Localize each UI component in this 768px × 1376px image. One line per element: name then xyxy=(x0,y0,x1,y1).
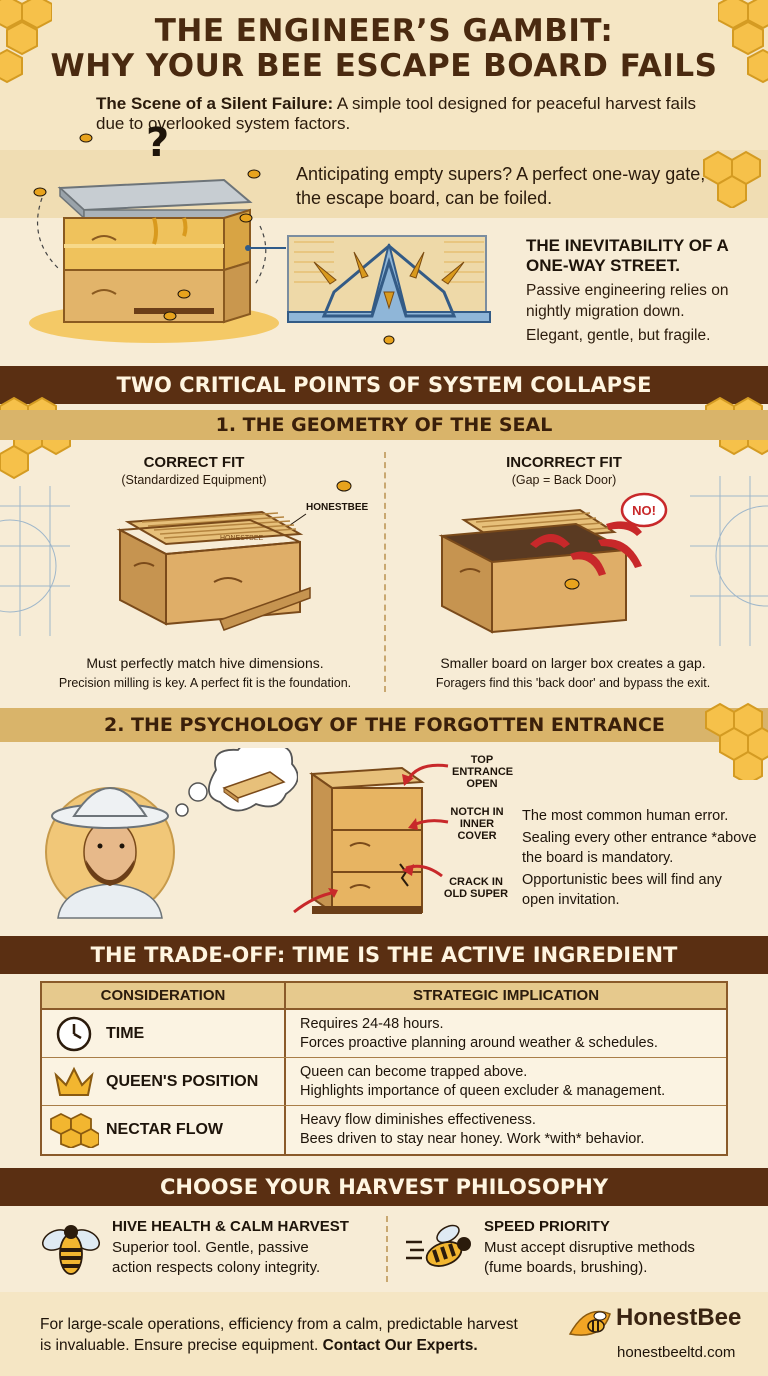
correct-fit-subtitle: (Standardized Equipment) xyxy=(121,473,267,487)
brand-url[interactable]: honestbeeltd.com xyxy=(617,1344,736,1361)
correct-fit-title: CORRECT FIT xyxy=(143,454,245,471)
phil-right-body: Must accept disruptive methods (fume boa… xyxy=(484,1238,754,1278)
phil-left-line-2: action respects colony integrity. xyxy=(112,1259,321,1276)
phil-right-title: SPEED PRIORITY xyxy=(484,1218,610,1235)
oneway-title: THE INEVITABILITY OF A ONE-WAY STREET. xyxy=(526,236,729,275)
incorrect-fit-caption-2: Foragers find this 'back door' and bypas… xyxy=(435,676,711,690)
phil-left-title: HIVE HEALTH & CALM HARVEST xyxy=(112,1218,349,1235)
phil-right-line-1: Must accept disruptive methods xyxy=(484,1239,695,1256)
incorrect-fit-title: INCORRECT FIT xyxy=(506,454,622,471)
honestbee-logo-icon xyxy=(568,1310,611,1336)
oneway-line-2: Elegant, gentle, but fragile. xyxy=(526,327,711,344)
clock-icon xyxy=(42,1012,106,1056)
title-line-1: THE ENGINEER’S GAMBIT: xyxy=(154,13,614,49)
section1-bar: 1. THE GEOMETRY OF THE SEAL xyxy=(0,410,768,440)
calm-bee-icon xyxy=(42,1225,100,1275)
section2-bar: 2. THE PSYCHOLOGY OF THE FORGOTTEN ENTRA… xyxy=(0,708,768,742)
honeycomb-corner-right-icon xyxy=(718,0,768,84)
footer-band xyxy=(0,1292,768,1376)
board-stamp: HONESTBEE xyxy=(220,535,264,542)
label-crack-old-super: CRACK IN OLD SUPER xyxy=(443,876,509,900)
oneway-body: Passive engineering relies on nightly mi… xyxy=(526,280,756,346)
correct-fit-tag: HONESTBEE xyxy=(306,502,369,513)
blueprint-right-decoration xyxy=(690,476,768,646)
blueprint-left-decoration xyxy=(0,486,70,636)
escape-board-diagram xyxy=(287,235,491,345)
question-mark: ? xyxy=(146,120,169,166)
footer-line-2-text: is invaluable. Ensure precise equipment. xyxy=(40,1337,323,1354)
row-line-2: Forces proactive planning around weather… xyxy=(300,1034,658,1051)
phil-left-line-1: Superior tool. Gentle, passive xyxy=(112,1239,309,1256)
row-line-2: Highlights importance of queen excluder … xyxy=(300,1082,666,1099)
intro-text: Anticipating empty supers? A perfect one… xyxy=(296,164,706,208)
page-title: THE ENGINEER’S GAMBIT: WHY YOUR BEE ESCA… xyxy=(0,14,768,84)
incorrect-fit-caption-1: Smaller board on larger box creates a ga… xyxy=(440,655,706,671)
correct-fit-caption-1: Must perfectly match hive dimensions. xyxy=(86,655,324,671)
header-band xyxy=(0,0,768,150)
page-subtitle: The Scene of a Silent Failure: A simple … xyxy=(96,94,716,134)
footer-line-2: is invaluable. Ensure precise equipment.… xyxy=(40,1335,560,1356)
table-row: TIME Requires 24-48 hours. Forces proact… xyxy=(42,1010,726,1058)
row-label: QUEEN'S POSITION xyxy=(106,1072,259,1090)
phil-left-body: Superior tool. Gentle, passive action re… xyxy=(112,1238,382,1278)
incorrect-fit-illustration: NO! xyxy=(438,492,668,634)
tradeoff-bar: THE TRADE-OFF: TIME IS THE ACTIVE INGRED… xyxy=(0,936,768,974)
philosophy-divider xyxy=(386,1216,388,1282)
tradeoff-title: THE TRADE-OFF: TIME IS THE ACTIVE INGRED… xyxy=(90,943,678,967)
beekeeper-illustration xyxy=(45,748,298,919)
footer-line-1: For large-scale operations, efficiency f… xyxy=(40,1316,518,1333)
row-line-1: Heavy flow diminishes effectiveness. xyxy=(300,1112,536,1128)
section1-title: 1. THE GEOMETRY OF THE SEAL xyxy=(215,414,553,436)
col-consideration: CONSIDERATION xyxy=(42,983,286,1008)
psychology-body: The most common human error. Sealing eve… xyxy=(522,806,758,910)
fit-divider xyxy=(384,452,386,692)
speed-bee-icon xyxy=(406,1224,471,1267)
honeycomb-section2-icon xyxy=(705,702,768,780)
brand-name: HonestBee xyxy=(616,1304,742,1331)
honeycomb-corner-left-icon xyxy=(0,0,52,84)
no-badge: NO! xyxy=(632,503,656,518)
subtitle-text: A simple tool designed for peaceful harv… xyxy=(96,94,697,133)
table-row: NECTAR FLOW Heavy flow diminishes effect… xyxy=(42,1106,726,1154)
col-implication: STRATEGIC IMPLICATION xyxy=(412,987,600,1004)
honeycomb-intro-right-icon xyxy=(703,150,761,208)
correct-fit-illustration: HONESTBEE HONESTBEE xyxy=(116,480,369,631)
philosophy-bar: CHOOSE YOUR HARVEST PHILOSOPHY xyxy=(0,1168,768,1206)
philosophy-title: CHOOSE YOUR HARVEST PHILOSOPHY xyxy=(159,1175,609,1199)
row-label: NECTAR FLOW xyxy=(106,1121,224,1138)
contact-experts-link[interactable]: Contact Our Experts. xyxy=(322,1337,478,1354)
phil-right-line-2: (fume boards, brushing). xyxy=(484,1259,648,1276)
label-top-entrance: TOP ENTRANCE OPEN xyxy=(452,754,514,790)
tradeoff-table: CONSIDERATION STRATEGIC IMPLICATION TIME… xyxy=(40,981,728,1156)
open-entrance-illustration xyxy=(293,763,449,914)
oneway-line-1: Passive engineering relies on nightly mi… xyxy=(526,282,729,320)
collapse-section-title: TWO CRITICAL POINTS OF SYSTEM COLLAPSE xyxy=(116,373,652,397)
footer-text: For large-scale operations, efficiency f… xyxy=(40,1314,560,1356)
label-notch-inner-cover: NOTCH IN INNER COVER xyxy=(450,806,504,842)
incorrect-fit-subtitle: (Gap = Back Door) xyxy=(511,473,617,487)
title-line-2: WHY YOUR BEE ESCAPE BOARD FAILS xyxy=(50,48,718,84)
honeycomb-icon xyxy=(42,1108,106,1152)
row-line-1: Queen can become trapped above. xyxy=(300,1063,528,1080)
correct-fit-caption-2: Precision milling is key. A perfect fit … xyxy=(58,676,352,690)
psychology-line-3: Opportunistic bees will find any open in… xyxy=(522,872,722,908)
crown-icon xyxy=(42,1060,106,1104)
table-row: QUEEN'S POSITION Queen can become trappe… xyxy=(42,1058,726,1106)
table-header: CONSIDERATION STRATEGIC IMPLICATION xyxy=(42,983,726,1010)
hive-illustration: ? xyxy=(29,120,286,343)
row-line-2: Bees driven to stay near honey. Work *wi… xyxy=(300,1131,645,1147)
section2-title: 2. THE PSYCHOLOGY OF THE FORGOTTEN ENTRA… xyxy=(104,714,665,736)
row-label: TIME xyxy=(106,1024,145,1042)
psychology-line-1: The most common human error. xyxy=(522,808,729,824)
collapse-section-bar: TWO CRITICAL POINTS OF SYSTEM COLLAPSE xyxy=(0,366,768,404)
row-line-1: Requires 24-48 hours. xyxy=(300,1015,444,1032)
subtitle-bold: The Scene of a Silent Failure: xyxy=(96,94,334,113)
psychology-line-2: Sealing every other entrance *above the … xyxy=(522,830,757,866)
